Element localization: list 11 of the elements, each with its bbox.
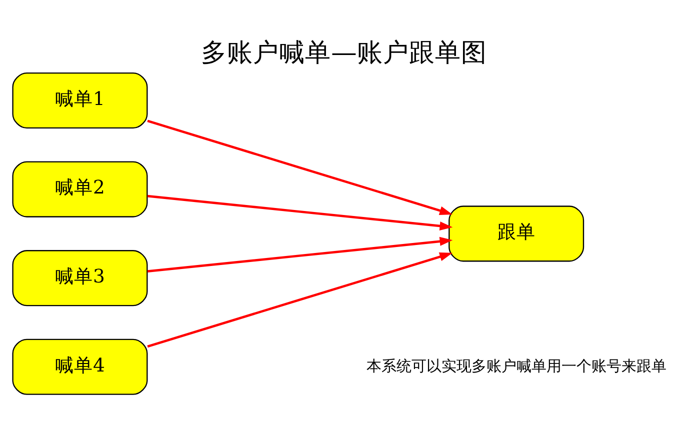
arrow	[147, 194, 453, 230]
label: 本系统可以实现多账户喊单用一个账号来跟单	[366, 356, 666, 375]
arrow	[147, 252, 452, 348]
node-box: 跟单	[448, 206, 584, 262]
node-box: 喊单1	[12, 72, 148, 129]
diagram-title: 多账户喊单—账户跟单图	[201, 38, 487, 68]
arrow	[147, 236, 453, 272]
node-box: 喊单2	[12, 161, 148, 218]
node-box: 喊单4	[12, 338, 148, 395]
arrow	[147, 120, 452, 215]
node-box: 喊单3	[12, 250, 148, 306]
